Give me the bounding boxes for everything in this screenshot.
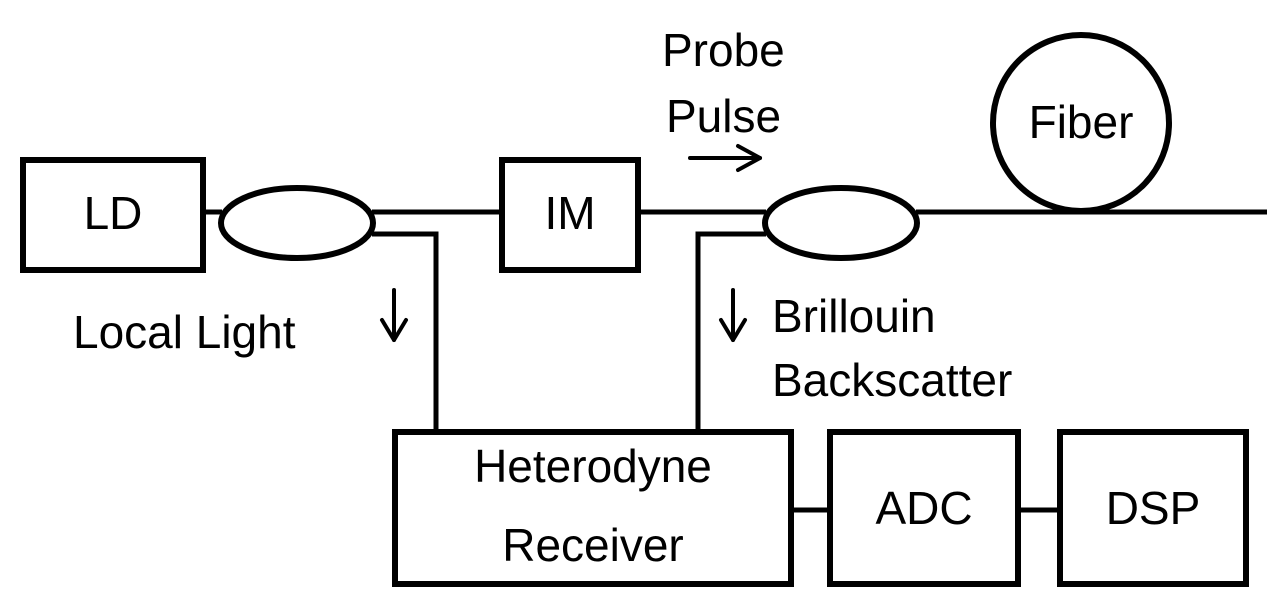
- probe-label-line1: Probe: [662, 24, 785, 76]
- brillouin-arrow-icon: [719, 288, 747, 342]
- receiver-label-line2: Receiver: [502, 519, 684, 571]
- receiver-label-line1: Heterodyne: [474, 440, 712, 492]
- wire-coupler1-receiver: [372, 231, 439, 432]
- fiber-coil: Fiber: [990, 32, 1172, 214]
- ld-block: LD: [20, 157, 206, 273]
- wire-coupler2-receiver: [695, 231, 766, 432]
- coupler-2: [762, 185, 920, 261]
- brillouin-label-line2: Backscatter: [772, 354, 1012, 406]
- probe-arrow-icon: [688, 144, 762, 172]
- fiber-label: Fiber: [1029, 96, 1134, 148]
- dsp-label: DSP: [1106, 482, 1201, 534]
- probe-label-line2: Pulse: [666, 90, 781, 142]
- heterodyne-receiver-block: Heterodyne Receiver: [392, 429, 794, 587]
- im-block: IM: [499, 157, 641, 273]
- im-label: IM: [544, 187, 595, 239]
- coupler-1: [218, 185, 376, 261]
- brillouin-label-line1: Brillouin: [772, 290, 936, 342]
- adc-label: ADC: [875, 482, 972, 534]
- ld-label: LD: [84, 187, 143, 239]
- dsp-block: DSP: [1057, 429, 1249, 587]
- adc-block: ADC: [827, 429, 1021, 587]
- local-light-label: Local Light: [73, 306, 296, 358]
- local-light-arrow-icon: [380, 288, 408, 342]
